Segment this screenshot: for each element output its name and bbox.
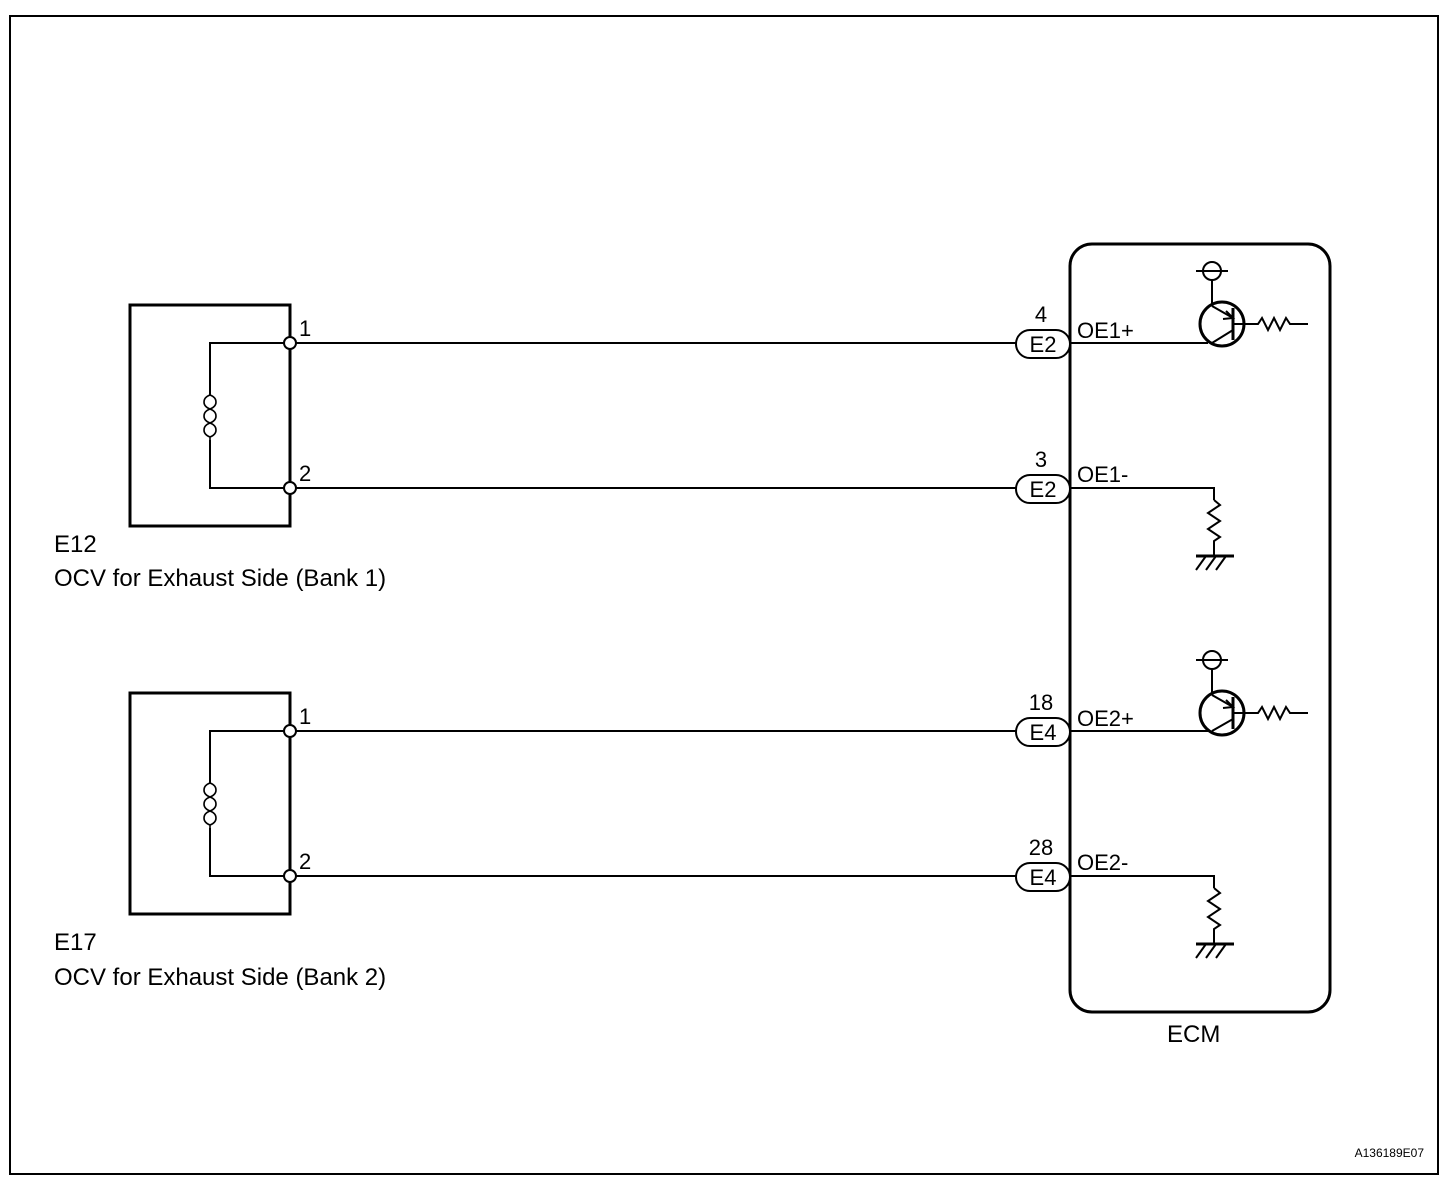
device-e12: 1 2 E12 OCV for Exhaust Side (Bank 1) — [54, 303, 386, 592]
connector-label: E4 — [1030, 865, 1057, 890]
transistor-icon — [1196, 650, 1308, 737]
e12-pin1-label: 1 — [299, 316, 311, 341]
e17-pin2-terminal — [283, 869, 297, 883]
signal-label: OE2- — [1077, 850, 1128, 875]
e17-coil-icon — [203, 782, 217, 828]
e17-coil-loop — [209, 730, 290, 877]
pin-number: 4 — [1035, 302, 1047, 327]
e12-pin2-terminal — [283, 481, 297, 495]
connector-label: E2 — [1030, 477, 1057, 502]
signal-label: OE1+ — [1077, 318, 1134, 343]
ground-icon — [1195, 554, 1234, 571]
e12-pin1-terminal — [283, 336, 297, 350]
ecm-block: ECM E2 4 OE1+ E2 3 OE1- — [1015, 242, 1332, 1048]
figure-code: A136189E07 — [1355, 1146, 1425, 1160]
resistor-icon — [1206, 499, 1222, 556]
e12-name-label: OCV for Exhaust Side (Bank 1) — [54, 565, 386, 592]
resistor-icon — [1206, 887, 1222, 944]
connector-label: E2 — [1030, 332, 1057, 357]
e12-pin2-label: 2 — [299, 461, 311, 486]
pin-number: 3 — [1035, 447, 1047, 472]
signal-label: OE1- — [1077, 462, 1128, 487]
connector-label: E4 — [1030, 720, 1057, 745]
pin-number: 28 — [1029, 835, 1053, 860]
internal-wire — [1070, 875, 1215, 888]
ecm-terminal-oe2-plus: E4 18 OE2+ — [1015, 690, 1208, 747]
e17-box — [128, 691, 292, 916]
e17-id-label: E17 — [54, 929, 97, 956]
ecm-terminal-oe1-minus: E2 3 OE1- — [1015, 447, 1234, 571]
internal-wire — [1070, 487, 1215, 500]
transistor-icon — [1196, 261, 1308, 348]
e12-box — [128, 303, 292, 528]
signal-label: OE2+ — [1077, 706, 1134, 731]
ecm-terminal-oe2-minus: E4 28 OE2- — [1015, 835, 1234, 959]
pin-number: 18 — [1029, 690, 1053, 715]
e12-coil-loop — [209, 342, 290, 489]
e12-coil-icon — [203, 394, 217, 440]
e17-pin1-terminal — [283, 724, 297, 738]
e17-name-label: OCV for Exhaust Side (Bank 2) — [54, 964, 386, 991]
ecm-label: ECM — [1167, 1021, 1220, 1048]
ecm-terminal-oe1-plus: E2 4 OE1+ — [1015, 302, 1208, 359]
ground-icon — [1195, 942, 1234, 959]
e12-id-label: E12 — [54, 531, 97, 558]
e17-pin1-label: 1 — [299, 704, 311, 729]
e17-pin2-label: 2 — [299, 849, 311, 874]
ecm-box — [1068, 242, 1332, 1014]
device-e17: 1 2 E17 OCV for Exhaust Side (Bank 2) — [54, 691, 386, 991]
diagram-frame — [9, 15, 1439, 1175]
